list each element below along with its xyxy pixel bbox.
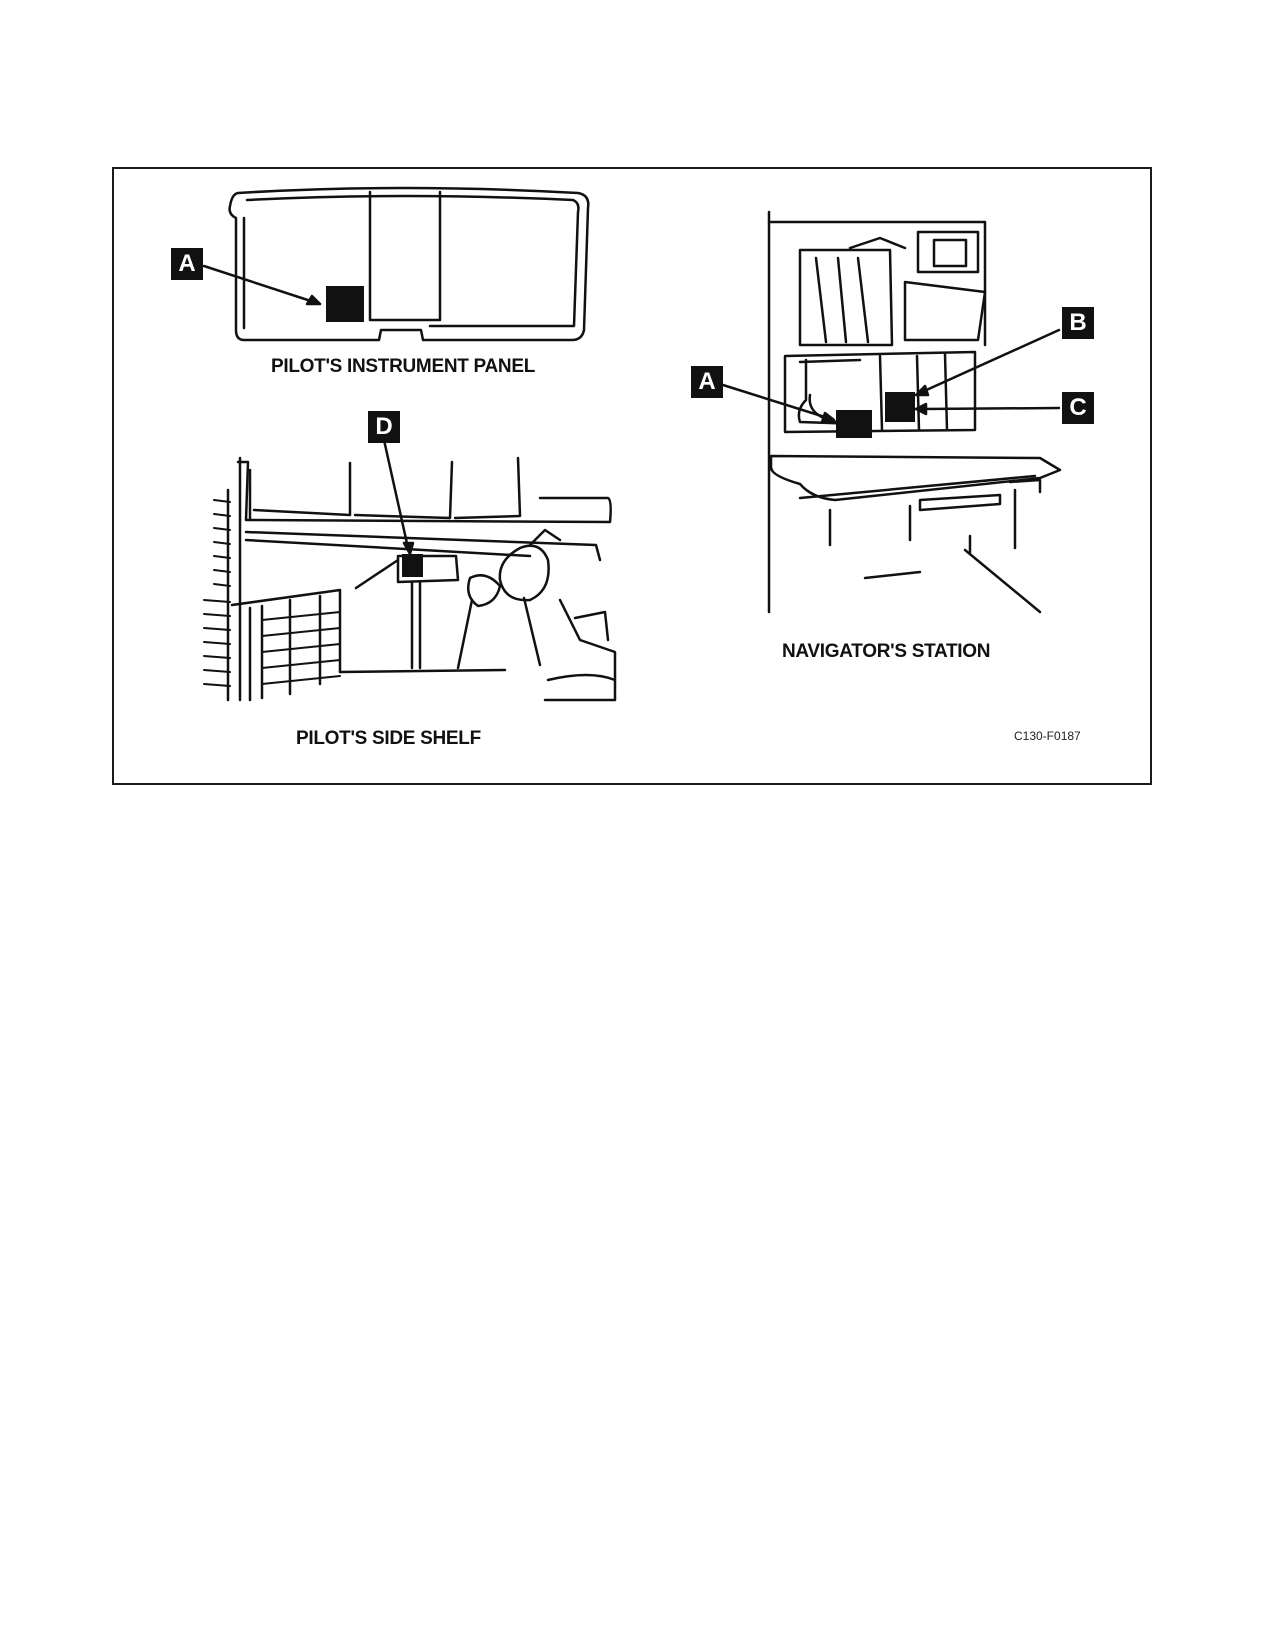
panel-unit-a — [326, 286, 364, 322]
figure-id: C130-F0187 — [1014, 729, 1081, 743]
navigator-station-drawing — [767, 210, 1062, 614]
caption-navigator-station: NAVIGATOR'S STATION — [782, 641, 991, 662]
leader-nav-b — [920, 328, 1061, 394]
callout-nav-c: C — [1062, 392, 1094, 424]
caption-instrument-panel: PILOT'S INSTRUMENT PANEL — [271, 356, 536, 377]
leader-nav-a — [721, 383, 830, 420]
nav-unit-a — [836, 410, 872, 438]
callout-shelf-d: D — [368, 411, 400, 443]
instrument-panel-drawing — [228, 186, 590, 342]
shelf-unit-d — [402, 554, 423, 577]
figure-frame — [112, 167, 1152, 785]
callout-panel-a: A — [171, 248, 203, 280]
nav-unit-b-c — [885, 392, 915, 422]
leader-panel-a — [202, 264, 322, 306]
caption-side-shelf: PILOT'S SIDE SHELF — [296, 728, 481, 749]
callout-nav-a: A — [691, 366, 723, 398]
side-shelf-drawing — [203, 456, 617, 702]
callout-nav-b: B — [1062, 307, 1094, 339]
leader-shelf-d — [382, 438, 410, 550]
leader-nav-c — [920, 406, 1061, 411]
